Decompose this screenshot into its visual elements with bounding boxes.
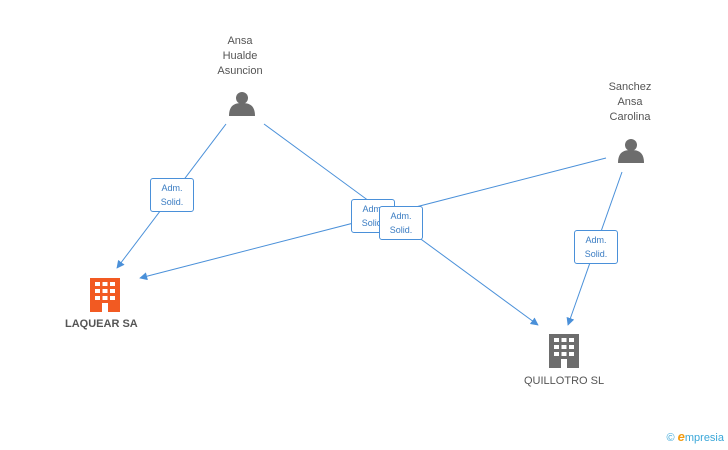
empresia-logo-text: mpresia: [684, 432, 724, 444]
person-name-ansa[interactable]: Ansa Hualde Asuncion: [217, 35, 263, 77]
relation-label[interactable]: Adm. Solid.: [379, 206, 423, 240]
building-icon[interactable]: [549, 334, 579, 368]
company-name-laquear[interactable]: LAQUEAR SA: [65, 318, 138, 330]
relation-label[interactable]: Adm. Solid.: [150, 178, 194, 212]
person-icon[interactable]: [618, 139, 644, 163]
relation-label[interactable]: Adm. Solid.: [574, 230, 618, 264]
copyright-symbol: ©: [666, 432, 675, 444]
empresia-watermark: © empresia: [666, 429, 724, 444]
person-icon[interactable]: [229, 92, 255, 116]
person-name-sanchez[interactable]: Sanchez Ansa Carolina: [608, 81, 652, 123]
empresia-logo-e: e: [677, 429, 685, 444]
company-name-quillotro[interactable]: QUILLOTRO SL: [524, 375, 605, 387]
building-icon[interactable]: [90, 278, 120, 312]
